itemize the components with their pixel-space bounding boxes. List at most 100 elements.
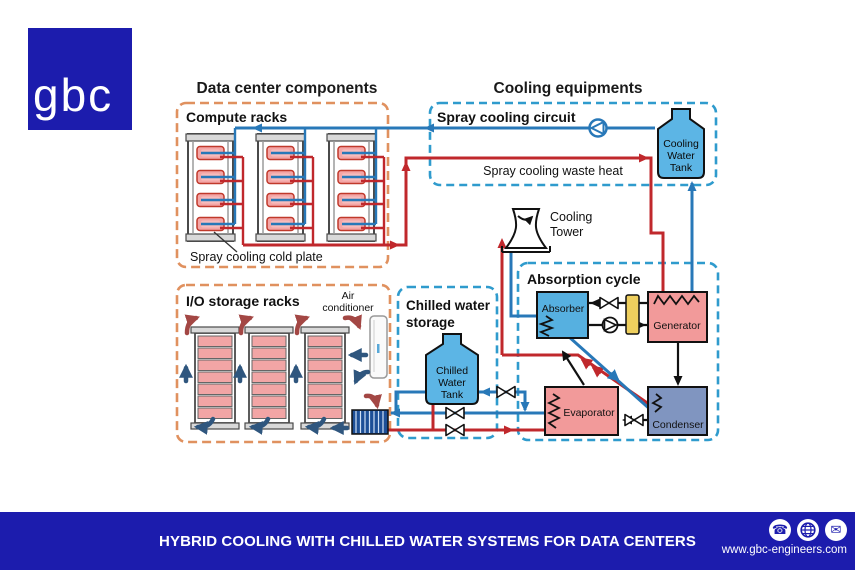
spray-circuit-heading: Spray cooling circuit <box>437 109 576 125</box>
flow-arrow <box>673 376 683 386</box>
pump-impeller <box>589 120 605 136</box>
heater-symbol <box>653 294 700 306</box>
cold-plate-pointer <box>213 231 238 253</box>
evaporator-to-absorber-line <box>561 350 585 386</box>
io-storage-racks-section: I/O storage racks Air conditioner <box>179 290 389 435</box>
title-cooling-equipments: Cooling equipments <box>494 80 643 97</box>
coil-symbol <box>538 315 555 337</box>
tower-label-line: Tower <box>550 225 583 239</box>
compute-racks-heading: Compute racks <box>186 109 287 125</box>
flow-arrow <box>520 402 530 412</box>
condenser-label: Condenser <box>652 419 704 431</box>
tank-label-line: Tank <box>670 162 693 174</box>
flow-arrow <box>424 123 434 133</box>
flow-arrow <box>401 161 411 171</box>
gbc-logo-text: gbc <box>33 69 114 121</box>
generator-label: Generator <box>653 320 701 332</box>
valve-icon <box>496 385 516 399</box>
coil-fins <box>355 411 384 433</box>
absorption-cycle-section: Absorption cycle Absorber Generator <box>527 271 708 436</box>
compute-rack <box>254 126 315 247</box>
valve-icon <box>445 406 465 420</box>
flow-arrow <box>504 425 514 435</box>
io-storage-rack <box>300 326 350 430</box>
globe-icon[interactable] <box>797 519 819 541</box>
spray-waste-heat-pipe <box>243 156 665 299</box>
cooling-water-tank-shape <box>657 108 705 179</box>
air-conditioner-label: conditioner <box>322 302 374 314</box>
compute-rack <box>325 126 386 247</box>
tank-label-line: Chilled <box>436 365 468 377</box>
ac-indicator <box>377 344 380 353</box>
absorption-cycle-border <box>516 261 720 442</box>
io-storage-rack <box>190 326 240 430</box>
compute-rack <box>184 126 245 247</box>
chilled-water-coil <box>351 409 389 435</box>
flow-arrow <box>480 387 490 397</box>
spray-cooling-circuit-section: Spray cooling circuit Spray cooling wast… <box>437 109 623 178</box>
flow-arrow <box>606 369 620 382</box>
spray-circuit-border <box>428 101 718 187</box>
flow-arrow <box>390 240 400 250</box>
chilled-water-tank-shape <box>425 333 479 405</box>
valve-icon <box>599 296 619 310</box>
title-data-center-components: Data center components <box>197 80 378 97</box>
condenser: Condenser <box>647 386 708 436</box>
tower-basin <box>501 246 551 253</box>
tower-to-absorber-pipe <box>509 252 537 318</box>
flow-arrow <box>590 298 600 308</box>
chilled-storage-border <box>396 285 499 440</box>
flow-arrow <box>591 365 605 378</box>
hot-air-arrows <box>184 314 382 410</box>
gbc-logo: gbc <box>28 28 132 130</box>
flow-arrow <box>687 181 697 191</box>
waste-heat-label: Spray cooling waste heat <box>483 164 623 178</box>
chilled-heading-line: storage <box>406 315 455 330</box>
chilled-water-storage-section: Chilled water storage Chilled Water Tank <box>406 298 491 405</box>
io-heading: I/O storage racks <box>186 293 300 309</box>
generator: Generator <box>647 291 708 343</box>
flow-arrow <box>252 123 262 133</box>
cold-air-arrows <box>179 348 371 435</box>
cold-plate-note: Spray cooling cold plate <box>190 250 323 264</box>
tank-label-line: Tank <box>441 389 464 401</box>
heat-exchanger <box>625 294 640 335</box>
tank-label-line: Water <box>438 377 466 389</box>
tank-label-line: Water <box>667 150 695 162</box>
absorber-label: Absorber <box>542 303 585 315</box>
tower-draft-arrow <box>517 215 534 226</box>
contact-icons: ☎ ✉ <box>722 519 847 541</box>
evaporator: Evaporator <box>544 386 619 436</box>
globe-glyph <box>800 522 816 538</box>
flow-arrow <box>497 238 507 248</box>
absorber: Absorber <box>536 291 589 339</box>
footer-headline: HYBRID COOLING WITH CHILLED WATER SYSTEM… <box>159 532 696 550</box>
email-icon[interactable]: ✉ <box>825 519 847 541</box>
phone-icon[interactable]: ☎ <box>769 519 791 541</box>
footer-bar: HYBRID COOLING WITH CHILLED WATER SYSTEM… <box>0 512 855 570</box>
cooling-water-tank: Cooling Water Tank <box>657 108 705 179</box>
io-storage-rack <box>244 326 294 430</box>
tank-label-line: Cooling <box>663 138 699 150</box>
pump-impeller <box>603 318 618 332</box>
evaporator-label: Evaporator <box>563 407 615 419</box>
flow-arrow <box>639 153 649 163</box>
cooling-tower: Cooling Tower <box>501 208 592 253</box>
cooling-tower-shape <box>504 208 548 249</box>
air-conditioner-unit <box>369 315 388 379</box>
flow-arrow <box>390 408 400 418</box>
hybrid-cooling-diagram: Data center components Cooling equipment… <box>175 80 720 444</box>
absorption-heading: Absorption cycle <box>527 271 641 287</box>
coil-symbol <box>651 393 663 413</box>
valve-icon <box>445 423 465 437</box>
valve-icon <box>624 413 644 427</box>
coil-symbol <box>546 393 562 429</box>
air-conditioner-label: Air <box>342 290 355 302</box>
compute-racks-border <box>175 101 390 269</box>
footer-contact: ☎ ✉ www.gbc-engineers.com <box>722 519 847 556</box>
website-url[interactable]: www.gbc-engineers.com <box>721 544 847 556</box>
compute-racks-section: Compute racks Spray cooling cold plate <box>184 109 386 264</box>
chilled-heading-line: Chilled water <box>406 298 491 313</box>
flow-arrow <box>580 357 594 370</box>
